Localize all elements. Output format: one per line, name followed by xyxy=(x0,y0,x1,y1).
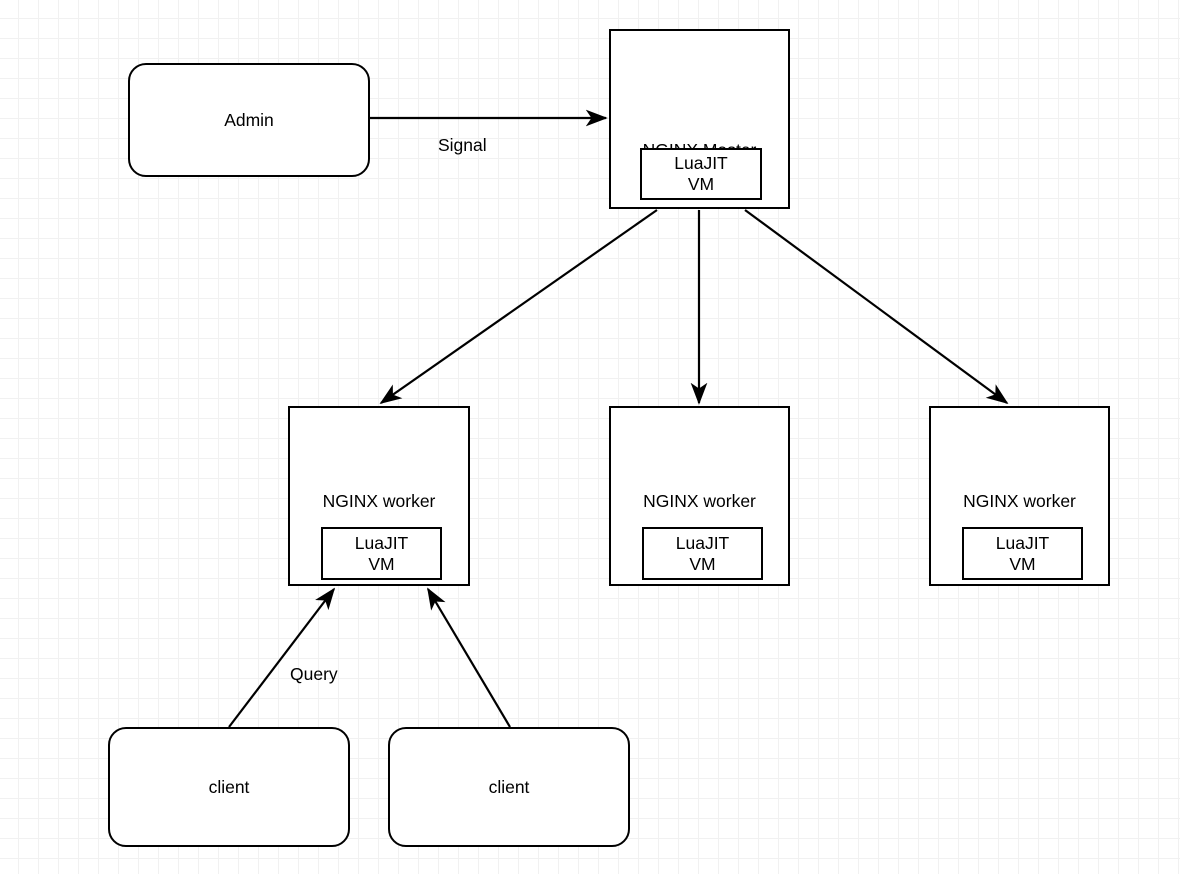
edge-label-query: Query xyxy=(290,664,338,684)
edge-master-to-worker1 xyxy=(379,209,658,405)
edge-client2-to-worker1 xyxy=(427,587,511,728)
edge-label-signal: Signal xyxy=(438,135,487,155)
node-client-1-label: client xyxy=(208,776,250,797)
node-client-2-label: client xyxy=(488,776,530,797)
node-nginx-master[interactable]: NGINX Master LuaJIT VM xyxy=(609,29,790,209)
node-client-2[interactable]: client xyxy=(388,727,630,847)
luajit-vm-box-worker-2[interactable]: LuaJIT VM xyxy=(642,527,763,580)
luajit-vm-box-master[interactable]: LuaJIT VM xyxy=(640,148,762,200)
edge-client1-to-worker1 xyxy=(228,587,336,728)
luajit-vm-label-line2: VM xyxy=(368,553,395,574)
edge-master-to-worker3 xyxy=(744,209,1009,405)
luajit-vm-label-line1: LuaJIT xyxy=(354,532,409,553)
node-nginx-worker-1-label: NGINX worker xyxy=(322,491,436,511)
luajit-vm-label-line2: VM xyxy=(687,174,715,194)
node-client-1[interactable]: client xyxy=(108,727,350,847)
node-admin[interactable]: Admin xyxy=(128,63,370,177)
luajit-vm-label-line1: LuaJIT xyxy=(995,532,1050,553)
luajit-vm-label-line1: LuaJIT xyxy=(675,532,730,553)
luajit-vm-label-line2: VM xyxy=(689,553,716,574)
luajit-vm-label-line1: LuaJIT xyxy=(674,153,728,174)
node-nginx-worker-2-label: NGINX worker xyxy=(643,491,756,511)
node-nginx-worker-3-label: NGINX worker xyxy=(963,491,1076,511)
node-nginx-worker-1[interactable]: NGINX worker LuaJIT VM xyxy=(288,406,470,586)
luajit-vm-box-worker-1[interactable]: LuaJIT VM xyxy=(321,527,442,580)
luajit-vm-box-worker-3[interactable]: LuaJIT VM xyxy=(962,527,1083,580)
node-admin-label: Admin xyxy=(224,109,274,130)
luajit-vm-label-line2: VM xyxy=(1009,553,1036,574)
node-nginx-worker-2[interactable]: NGINX worker LuaJIT VM xyxy=(609,406,790,586)
node-nginx-worker-3[interactable]: NGINX worker LuaJIT VM xyxy=(929,406,1110,586)
